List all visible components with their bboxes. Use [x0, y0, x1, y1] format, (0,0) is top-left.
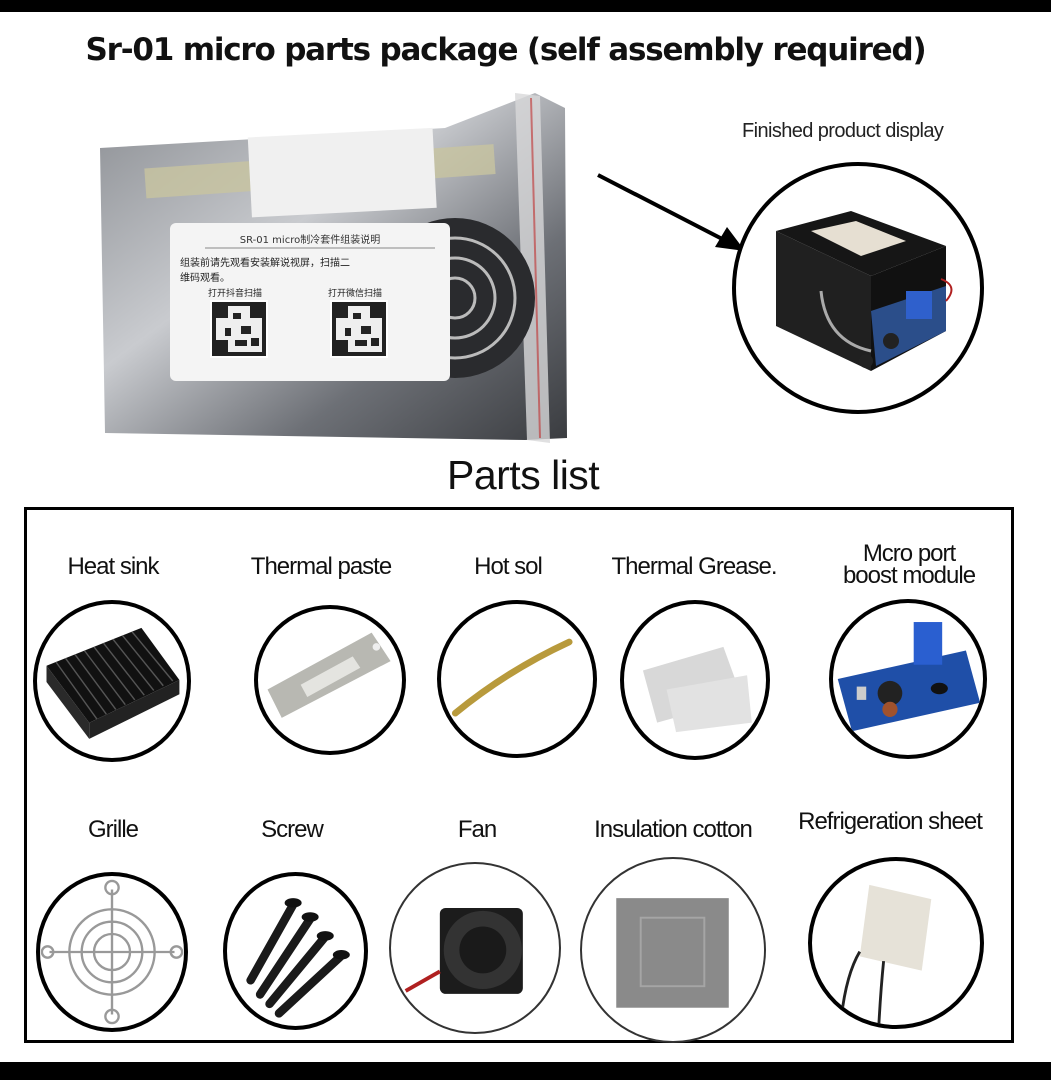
part-label-grille: Grille: [87, 816, 139, 843]
parts-list-title: Parts list: [447, 452, 600, 498]
svg-text:打开微信扫描: 打开微信扫描: [328, 287, 382, 299]
arrow-icon: [597, 173, 745, 251]
qr-code-right: [330, 300, 388, 358]
part-image-insulation-cotton: [580, 857, 766, 1043]
finished-product-label: Finished product display: [742, 120, 944, 142]
part-image-boost-module: [829, 599, 987, 759]
part-label-refrigeration-sheet: Refrigeration sheet: [798, 808, 983, 835]
part-image-thermal-paste: [254, 605, 406, 755]
part-image-screw: [223, 872, 368, 1030]
svg-text:打开抖音扫描: 打开抖音扫描: [208, 287, 262, 299]
part-label-fan: Fan: [457, 816, 497, 843]
top-black-bar: [0, 0, 1051, 12]
bottom-black-bar: [0, 1062, 1051, 1080]
part-label-heat-sink: Heat sink: [67, 553, 159, 580]
part-image-thermal-grease: [620, 600, 770, 760]
part-label-thermal-paste: Thermal paste: [250, 553, 392, 580]
part-label-hot-sol: Hot sol: [474, 553, 543, 580]
part-image-grille: [36, 872, 188, 1032]
part-image-heat-sink: [33, 600, 191, 762]
part-label-boost-module: Mcro port boost module: [842, 540, 976, 589]
svg-text:维码观看。: 维码观看。: [180, 271, 230, 284]
package-photo: SR-01 micro制冷套件组装说明 组装前请先观看安装解说视屏，扫描二 维码…: [95, 88, 573, 448]
part-label-insulation-cotton: Insulation cotton: [594, 816, 753, 843]
part-label-screw: Screw: [261, 816, 324, 843]
part-image-refrigeration-sheet: [808, 857, 984, 1029]
finished-product-image: [731, 161, 985, 415]
part-image-fan: [389, 862, 561, 1034]
svg-text:SR-01 micro制冷套件组装说明: SR-01 micro制冷套件组装说明: [240, 233, 380, 246]
parts-list-panel: [24, 507, 1014, 1043]
page-title: Sr-01 micro parts package (self assembly…: [85, 32, 927, 68]
qr-code-left: [210, 300, 268, 358]
part-label-thermal-grease: Thermal Grease.: [611, 553, 777, 580]
instruction-label: SR-01 micro制冷套件组装说明 组装前请先观看安装解说视屏，扫描二 维码…: [170, 223, 450, 381]
part-image-hot-sol: [437, 600, 597, 758]
svg-text:组装前请先观看安装解说视屏，扫描二: 组装前请先观看安装解说视屏，扫描二: [180, 256, 350, 269]
